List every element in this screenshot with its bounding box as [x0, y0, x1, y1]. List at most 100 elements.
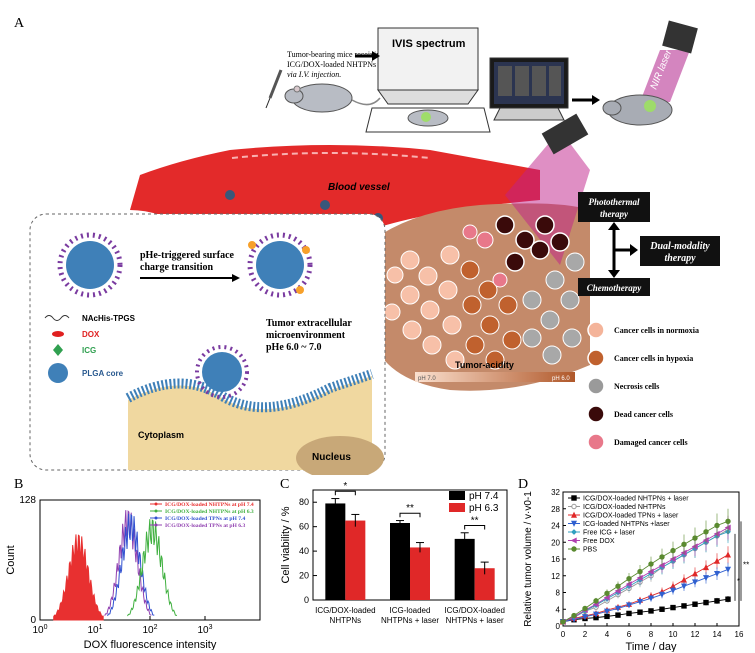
legend-marker [154, 523, 158, 527]
data-point [604, 590, 610, 597]
legend-label: ICG/DOX-loaded TPNs at pH 6.3 [165, 523, 245, 529]
laser-beam [505, 130, 590, 265]
data-point [648, 608, 654, 614]
legend-entry: ICG/DOX-loaded NHTPNs + laser [568, 495, 689, 503]
photothermal-label-2: therapy [600, 209, 629, 219]
data-point [626, 610, 632, 617]
series-line-group [560, 508, 731, 625]
y-axis-label: Relative tumor volume / v·v0-1 [523, 491, 534, 627]
x-tick-label: 102 [142, 624, 157, 636]
x-tick-label: 101 [87, 624, 102, 636]
syringe-icon [265, 69, 283, 109]
nucleus-label: Nucleus [312, 452, 351, 463]
data-point [636, 599, 644, 606]
y-tick-label: 80 [299, 497, 309, 507]
data-point [680, 583, 688, 590]
ivis-instrument [365, 27, 491, 133]
series-line [562, 531, 729, 623]
tumor-tissue [368, 113, 590, 391]
series-histogram-line [104, 510, 152, 616]
ph-right-label: pH 6.0 [552, 376, 570, 382]
panel-c-letter: C [280, 477, 290, 492]
data-point [669, 587, 677, 594]
data-point [581, 614, 589, 621]
data-point [647, 595, 655, 602]
blood-vessel-label: Blood vessel [328, 182, 390, 193]
transition-label-2: charge transition [140, 262, 213, 273]
category-label: NHTPNs + laser [381, 616, 439, 625]
dual-modality-box [640, 236, 720, 266]
x-tick-label: 100 [32, 624, 47, 636]
data-point [681, 603, 687, 609]
cell-legend-label: Necrosis cells [614, 382, 659, 391]
category-label: NHTPNs + laser [446, 616, 504, 625]
data-point [571, 495, 577, 501]
y-tick-label: 12 [551, 572, 560, 581]
y-tick-label: 0 [304, 595, 309, 605]
mouse-icon [284, 83, 381, 113]
cell-legend-swatch [587, 321, 605, 339]
y-axis-label: Cell viability / % [280, 506, 292, 583]
data-point [713, 557, 721, 564]
data-point [692, 601, 698, 607]
dual-arrow-icon [608, 222, 638, 278]
x-tick-label: 4 [605, 630, 610, 639]
dual-modality-label-1: Dual-modality [649, 241, 710, 252]
legend-polymer: NAcHis-TPGS [82, 314, 136, 323]
data-point [703, 599, 709, 606]
data-point [571, 546, 577, 552]
cell-membrane [125, 369, 384, 475]
ivis-label: IVIS spectrum [392, 38, 466, 50]
legend-entry: Free ICG + laser [568, 529, 636, 537]
dox-icon [52, 331, 64, 337]
data-point [614, 605, 622, 612]
data-point [724, 566, 732, 573]
category-label: NHTPNs [330, 616, 362, 625]
cell-legend-swatch [587, 433, 605, 451]
data-point [702, 575, 710, 582]
legend-label: ICG/DOX-loaded NHTPNs at pH 7.4 [165, 502, 254, 508]
mouse-caption-line3: via I.V. injection. [287, 70, 341, 79]
legend-entry: Free DOX [568, 537, 615, 545]
significance-mark: * [343, 481, 347, 492]
data-point [625, 602, 633, 609]
legend-label: ICG/DOX-loaded NHTPNs at pH 6.3 [165, 509, 254, 515]
y-tick-label: 0 [30, 615, 36, 626]
category-label: ICG-loaded [390, 606, 431, 615]
series-histogram-line [127, 519, 178, 617]
data-point [592, 611, 600, 618]
mouse-caption-line1: Tumor-bearing mice receiving [287, 50, 384, 59]
series-line [562, 527, 729, 623]
cytoplasm-label: Cytoplasm [138, 430, 184, 440]
legend-icg: ICG [82, 346, 96, 355]
legend-label: pH 7.4 [469, 491, 499, 502]
data-point [626, 575, 632, 582]
data-point [692, 535, 698, 541]
legend-label: ICG-loaded NHTPNs +laser [583, 521, 670, 528]
cell-legend-label: Damaged cancer cells [614, 438, 688, 447]
y-tick-label: 0 [556, 622, 561, 631]
legend-dox: DOX [82, 330, 100, 339]
x-tick-label: 103 [197, 624, 212, 636]
data-point [724, 551, 732, 558]
cell-legend-swatch [587, 377, 605, 395]
data-point [615, 612, 621, 618]
data-point [714, 598, 720, 604]
legend-swatch [449, 491, 465, 500]
series-histogram-nhtpns-ph74 [53, 534, 104, 621]
x-axis-label: Time / day [626, 641, 677, 652]
panel-a-letter: A [14, 16, 25, 31]
data-point [615, 583, 621, 589]
data-point [637, 568, 643, 575]
data-point [725, 518, 731, 525]
data-point [713, 570, 721, 577]
data-point [691, 570, 699, 577]
category-label: ICG/DOX-loaded [444, 606, 504, 615]
legend-core: PLGA core [82, 369, 124, 378]
y-tick-label: 128 [19, 495, 36, 506]
cell-legend-label: Dead cancer cells [614, 410, 673, 419]
data-point [570, 520, 578, 527]
bar [410, 547, 430, 600]
cell-legend-swatch [587, 405, 605, 423]
